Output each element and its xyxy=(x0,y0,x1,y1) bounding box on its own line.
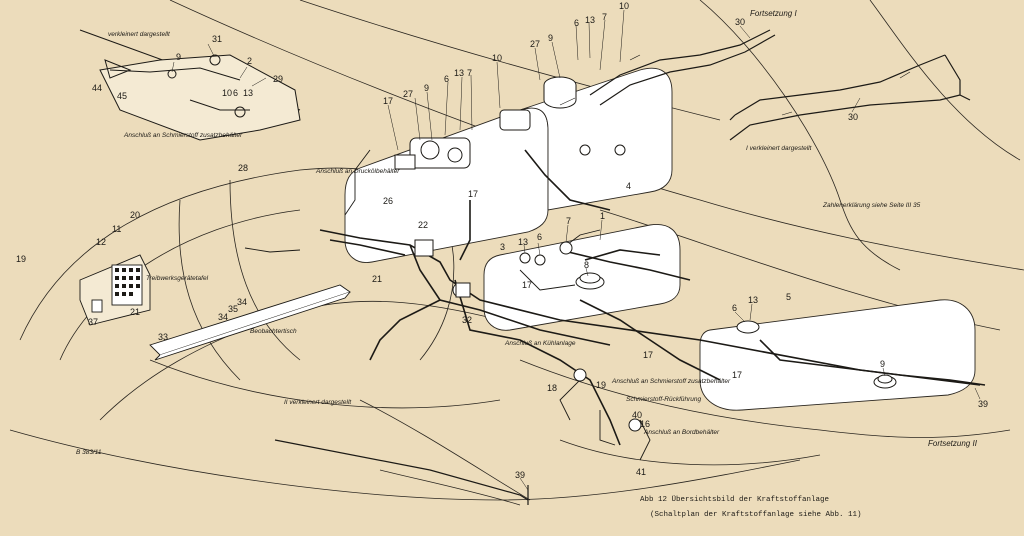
annotation-instrument-panel: Treibwerksgerätetafel xyxy=(146,275,209,282)
label-fortsetzung-2: Fortsetzung II xyxy=(928,439,978,448)
part-12-inset: 13 xyxy=(243,88,253,98)
part-23: 20 xyxy=(130,210,140,220)
part-39: 37 xyxy=(88,317,98,327)
label-reduced-top: verkleinert dargestellt xyxy=(108,31,171,38)
instrument-panel xyxy=(79,254,151,326)
part-12c: 13 xyxy=(518,237,528,247)
filler-cap-wing xyxy=(736,320,897,389)
part-7a: 7 xyxy=(467,68,472,78)
part-12d: 13 xyxy=(748,295,758,305)
caption-title: Abb 12 Übersichtsbild der Kraftstoffanla… xyxy=(640,495,829,504)
annotation-observer-table: Beobachtertisch xyxy=(250,328,297,335)
part-12a: 13 xyxy=(454,68,464,78)
inset-lower-line xyxy=(274,439,529,505)
part-13: 11 xyxy=(112,224,121,234)
part-24: 21 xyxy=(130,307,140,317)
observer-table xyxy=(149,284,351,361)
part-17: 16 xyxy=(640,419,650,429)
part-9a: 9 xyxy=(424,83,429,93)
part-18d: 17 xyxy=(732,370,742,380)
annotation-oil-tank-top: Anschluß an Schmierstoff zusatzbehälter xyxy=(123,132,243,139)
part-3: 3 xyxy=(500,242,505,252)
part-18c: 17 xyxy=(522,280,532,290)
part-12b: 13 xyxy=(585,15,595,25)
label-reduced-1: I verkleinert dargestellt xyxy=(746,145,813,152)
part-10-inset: 10 xyxy=(222,88,232,98)
part-6b: 6 xyxy=(574,18,579,28)
stamp: B 383/11 xyxy=(76,449,102,456)
part-10a: 10 xyxy=(492,53,502,63)
filler-cap-mid xyxy=(575,272,605,290)
inset-top-left xyxy=(79,29,301,141)
part-20: 19 xyxy=(596,380,606,390)
fuel-lines xyxy=(319,149,986,446)
part-44: 44 xyxy=(92,83,102,93)
part-28: 26 xyxy=(383,196,393,206)
leader-lines xyxy=(171,9,981,491)
part-8: 8 xyxy=(584,260,589,270)
part-9b: 9 xyxy=(548,33,553,43)
part-18a: 17 xyxy=(383,96,393,106)
part-33: 32 xyxy=(462,315,472,325)
part-2: 2 xyxy=(247,56,252,66)
part-22: 21 xyxy=(372,274,382,284)
label-reduced-2: II verkleinert dargestellt xyxy=(284,399,352,406)
part-7c: 7 xyxy=(566,216,571,226)
annotation-board-tank: Anschluß an Bordbehälter xyxy=(643,429,720,436)
part-32: 31 xyxy=(212,34,222,44)
part-35b: 39 xyxy=(515,470,525,480)
tank-components xyxy=(394,76,897,432)
part-6d: 6 xyxy=(732,303,737,313)
filler-cap-upper xyxy=(543,76,577,109)
part-37a: 34 xyxy=(237,297,247,307)
part-9c: 9 xyxy=(880,359,885,369)
part-34: 33 xyxy=(158,332,168,342)
pump-unit-upper xyxy=(394,109,531,170)
label-fortsetzung-1: Fortsetzung I xyxy=(750,9,797,18)
part-21: 19 xyxy=(16,254,26,264)
part-41: 41 xyxy=(636,467,646,477)
part-27a: 27 xyxy=(403,89,413,99)
small-valves xyxy=(414,144,642,432)
annotation-cooling: Anschluß an Kühlanlage xyxy=(504,340,576,347)
part-19: 18 xyxy=(547,383,557,393)
part-31a: 30 xyxy=(735,17,745,27)
legend-reference: Zahlenerklärung siehe Seite III 35 xyxy=(822,202,921,209)
annotation-oil-tank-lower: Anschluß an Schmierstoff zusatzbehälter xyxy=(611,378,731,385)
part-45: 45 xyxy=(117,91,127,101)
part-27b: 27 xyxy=(530,39,540,49)
inset-right-line xyxy=(729,94,961,141)
annotation-pressure-oil: Anschluß an Druckölbehälter xyxy=(315,168,400,175)
part-30: 29 xyxy=(273,74,283,84)
part-9-inset: 9 xyxy=(176,52,181,62)
part-38: 35 xyxy=(228,304,238,314)
part-29: 28 xyxy=(238,163,248,173)
part-26: 22 xyxy=(418,220,428,230)
caption-subtitle: (Schaltplan der Kraftstoffanlage siehe A… xyxy=(650,511,862,519)
part-16: 12 xyxy=(96,237,106,247)
part-37b: 34 xyxy=(218,312,228,322)
part-4: 4 xyxy=(626,181,631,191)
part-10b: 10 xyxy=(619,1,629,11)
wire-tags xyxy=(559,54,911,116)
part-6a: 6 xyxy=(444,74,449,84)
part-40: 40 xyxy=(632,410,642,420)
part-7b: 7 xyxy=(602,12,607,22)
part-6-inset: 6 xyxy=(233,88,238,98)
part-6c: 6 xyxy=(537,232,542,242)
part-1: 1 xyxy=(600,211,605,221)
part-5: 5 xyxy=(786,292,791,302)
annotation-oil-return: Schmierstoff-Rückführung xyxy=(626,396,702,403)
part-35a: 39 xyxy=(978,399,988,409)
part-31b: 30 xyxy=(848,112,858,122)
fuel-lines-thin xyxy=(244,149,651,461)
vent-line-fortsetzung-1 xyxy=(589,29,971,121)
part-18b: 17 xyxy=(468,189,478,199)
part-18e: 17 xyxy=(643,350,653,360)
